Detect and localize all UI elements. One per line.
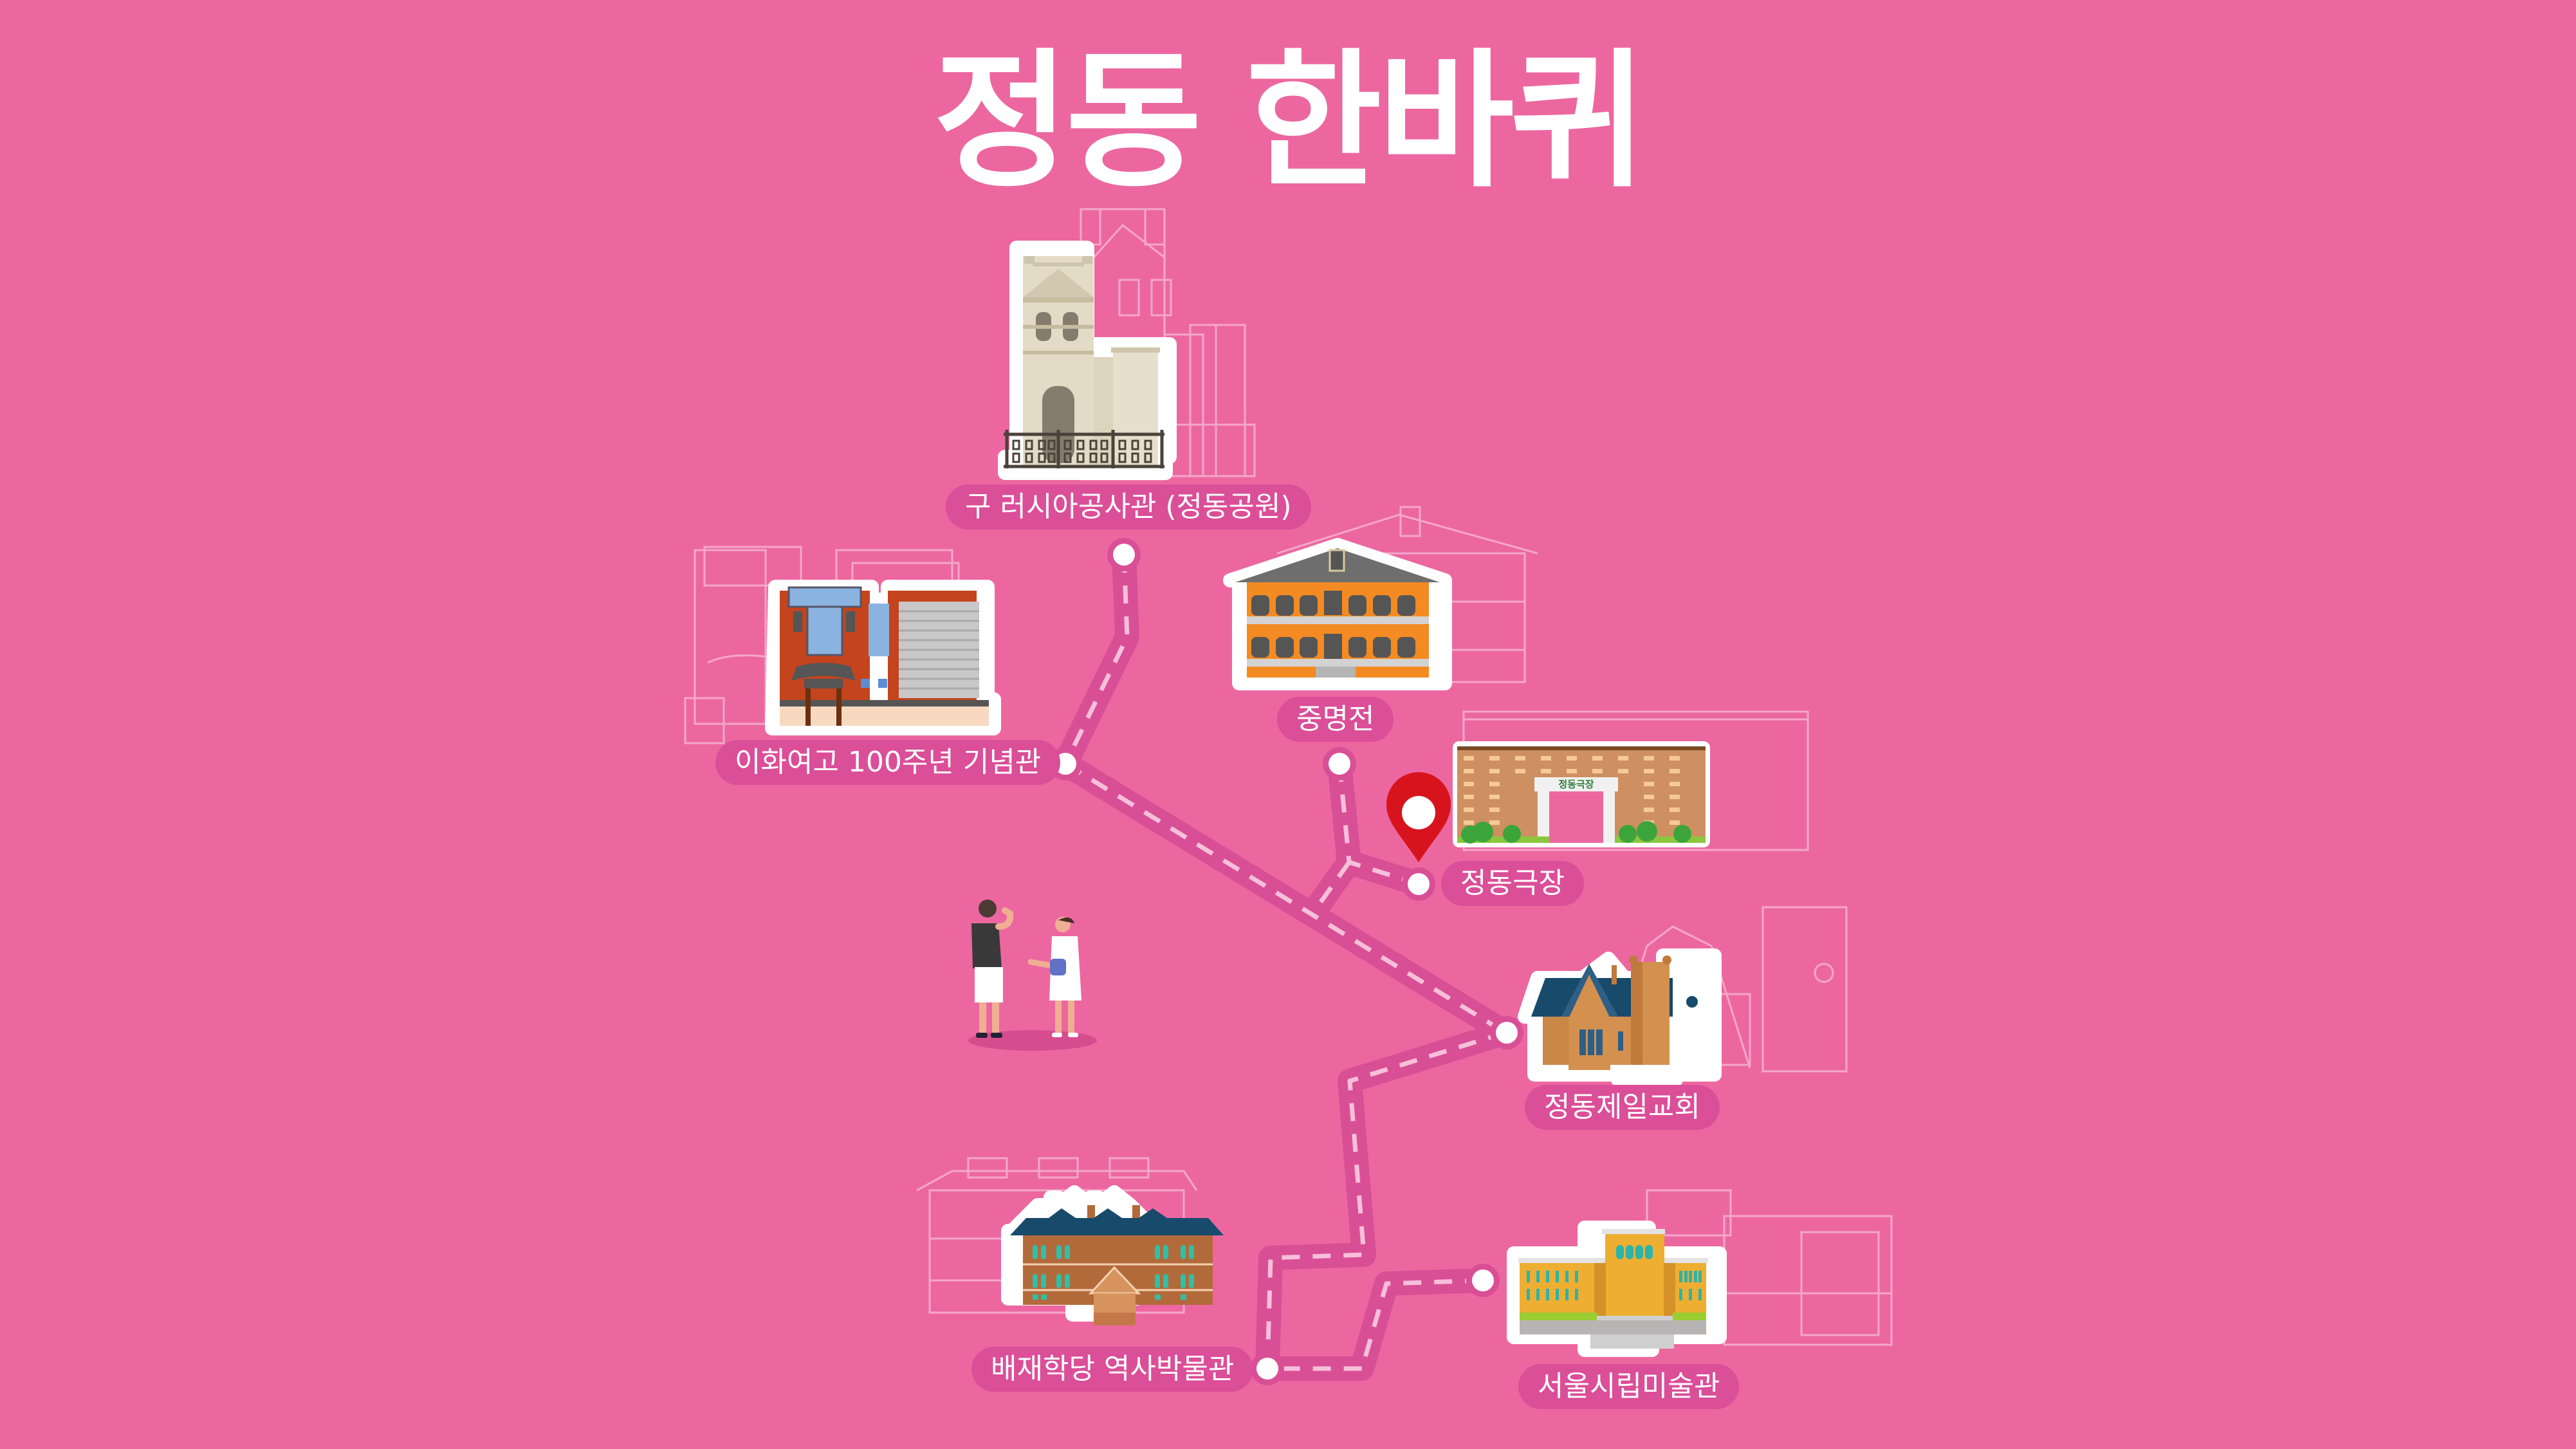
label-jeongdong-theater[interactable]: 정동극장 — [1441, 861, 1584, 906]
russian-legation-illustration[interactable] — [998, 241, 1177, 480]
label-paichai-museum[interactable]: 배재학당 역사박물관 — [971, 1347, 1254, 1392]
label-ewha-memorial[interactable]: 이화여고 100주년 기념관 — [715, 740, 1061, 785]
map-pin-icon[interactable] — [1386, 772, 1451, 862]
ewha-memorial-illustration[interactable] — [765, 580, 1001, 735]
node-jungmyeongjeon[interactable] — [1323, 747, 1356, 780]
jungmyeongjeon-illustration[interactable] — [1223, 538, 1452, 690]
node-paichai[interactable] — [1251, 1352, 1284, 1385]
jeongdong-theater-illustration[interactable] — [1453, 741, 1710, 847]
seoul-museum-illustration[interactable] — [1507, 1221, 1727, 1357]
label-jeongdong-church[interactable]: 정동제일교회 — [1525, 1085, 1720, 1130]
node-jeongdong-theater[interactable] — [1402, 867, 1435, 901]
paichai-museum-illustration[interactable] — [1001, 1185, 1224, 1325]
node-church[interactable] — [1490, 1016, 1523, 1049]
label-jungmyeongjeon[interactable]: 중명전 — [1277, 697, 1394, 742]
label-russian-legation[interactable]: 구 러시아공사관 (정동공원) — [946, 485, 1311, 530]
node-russian-legation[interactable] — [1107, 538, 1141, 571]
node-museum[interactable] — [1466, 1264, 1500, 1297]
walking-route — [1053, 542, 1518, 1381]
page-title: 정동 한바퀴 — [933, 36, 1646, 208]
theater-sign: 정동극장 — [1558, 779, 1594, 790]
label-seoul-museum[interactable]: 서울시립미술관 — [1518, 1364, 1740, 1409]
tourists-illustration — [968, 900, 1097, 1051]
jeongdong-church-illustration[interactable] — [1518, 948, 1722, 1087]
